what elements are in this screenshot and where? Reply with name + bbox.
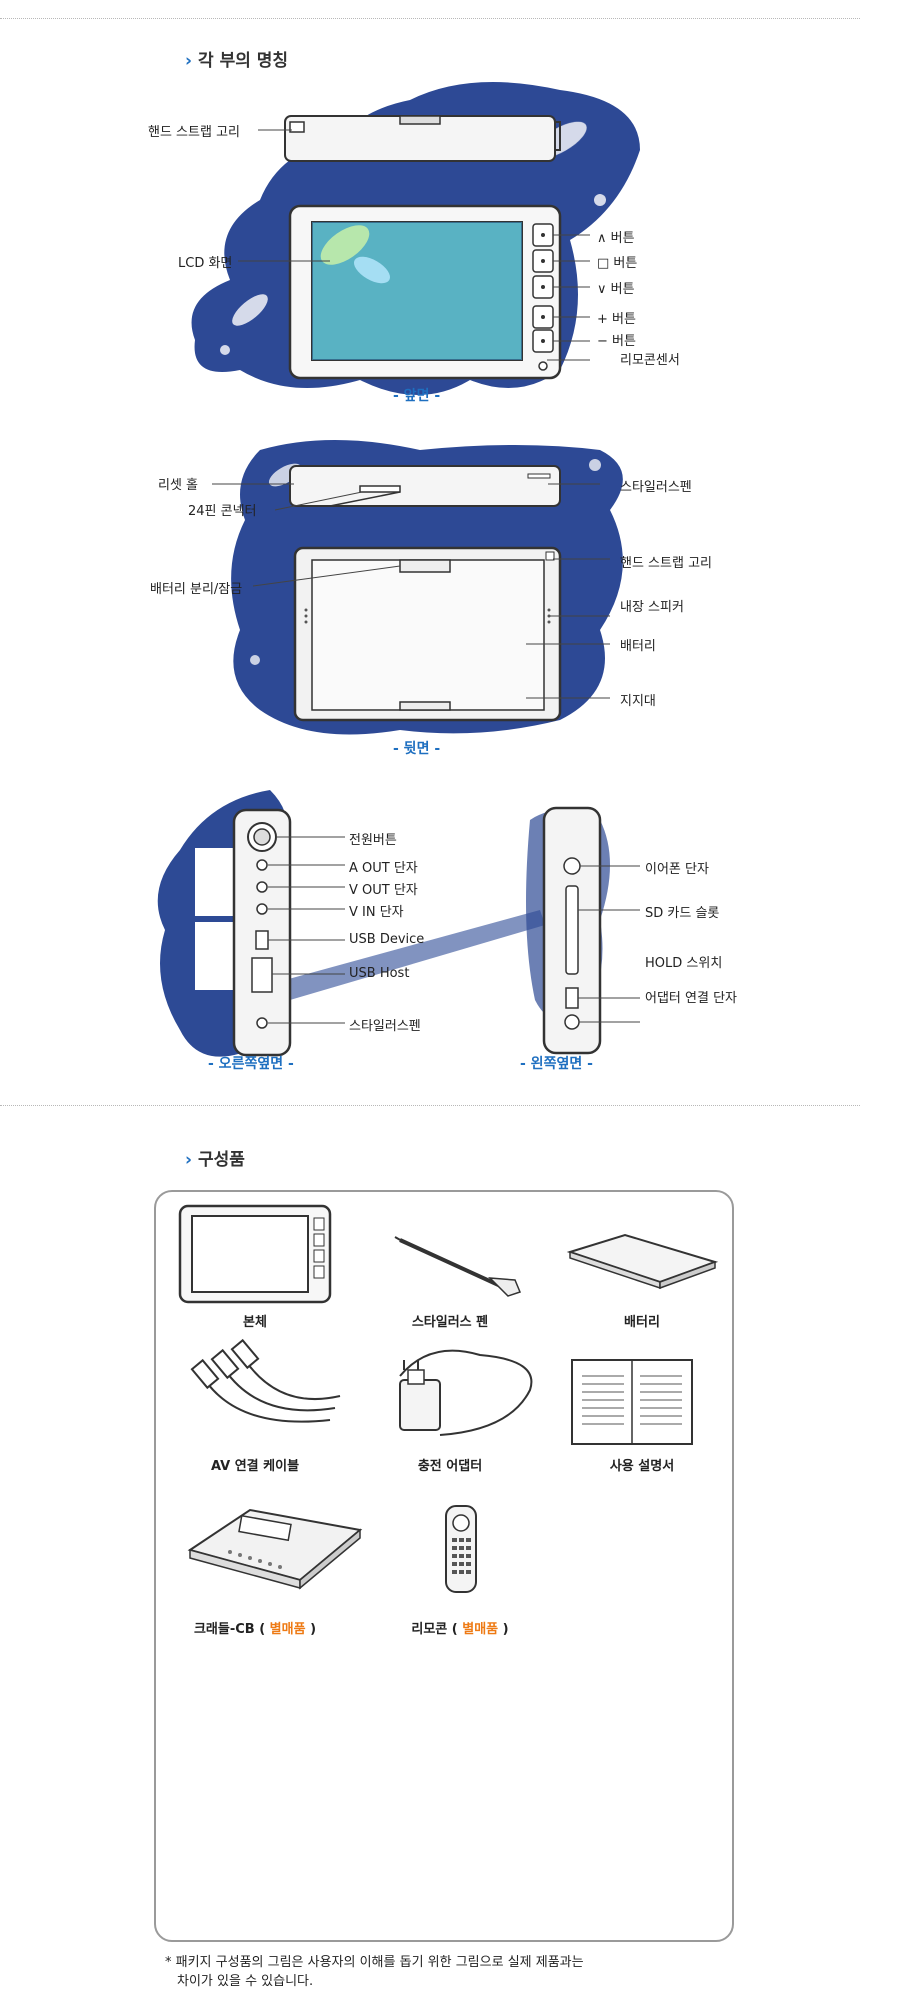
label-usb-device: USB Device	[349, 932, 425, 947]
middle-divider	[0, 1105, 860, 1106]
label-hand-strap-front: 핸드 스트랩 고리	[148, 125, 240, 140]
cradle-image	[187, 1508, 363, 1590]
component-stylus-pen: 스타일러스 펜	[411, 1315, 489, 1330]
label-remote-sensor: 리모콘센서	[620, 353, 680, 368]
front-illustration	[191, 82, 641, 395]
label-btn-up: ∧ 버튼	[597, 231, 635, 246]
label-battery-release: 배터리 분리/잠금	[150, 582, 243, 597]
section-title-components: ›구성품	[185, 1145, 245, 1170]
label-a-out: A OUT 단자	[349, 861, 418, 876]
label-lcd: LCD 화면	[178, 256, 233, 271]
label-usb-host: USB Host	[349, 966, 410, 981]
label-btn-square: □ 버튼	[597, 256, 638, 271]
av-cable-image	[190, 1338, 341, 1423]
side-illustration	[157, 790, 640, 1057]
footnote-line-2: 차이가 있을 수 있습니다.	[177, 1974, 314, 1989]
label-stand: 지지대	[620, 694, 656, 709]
components-illustrations	[178, 1204, 719, 1593]
component-av-cable: AV 연결 케이블	[210, 1459, 300, 1474]
label-stylus-side: 스타일러스펜	[349, 1019, 421, 1034]
label-adapter-port: 어댑터 연결 단자	[645, 991, 737, 1006]
remote-name: 리모콘 (	[411, 1622, 463, 1637]
footnote-line-1: * 패키지 구성품의 그림은 사용자의 이해를 돕기 위한 그림으로 실제 제품…	[165, 1955, 584, 1970]
top-divider	[0, 18, 860, 19]
back-illustration	[212, 440, 623, 735]
main-unit-image	[178, 1204, 332, 1304]
label-sd-slot: SD 카드 슬롯	[645, 906, 720, 921]
cradle-name: 크래들-CB (	[193, 1622, 270, 1637]
section-title-parts: ›각 부의 명칭	[185, 46, 288, 71]
label-power: 전원버튼	[349, 833, 397, 848]
caption-right-side: - 오른쪽옆면 -	[208, 1056, 294, 1072]
label-hand-strap-back: 핸드 스트랩 고리	[620, 556, 712, 571]
footnote: * 패키지 구성품의 그림은 사용자의 이해를 돕기 위한 그림으로 실제 제품…	[165, 1953, 584, 1991]
label-hold: HOLD 스위치	[645, 956, 723, 971]
label-stylus-back: 스타일러스펜	[620, 480, 692, 495]
remote-optional-tag: 별매품	[462, 1622, 499, 1637]
caption-left-side: - 왼쪽옆면 -	[520, 1056, 593, 1072]
label-btn-minus: − 버튼	[597, 334, 636, 349]
remote-image	[445, 1505, 477, 1593]
components-box	[154, 1190, 734, 1942]
cradle-optional-tag: 별매품	[269, 1622, 306, 1637]
section-title-text: 각 부의 명칭	[198, 51, 289, 71]
caption-back: - 뒷면 -	[393, 741, 441, 757]
chevron-right-icon: ›	[185, 51, 193, 71]
label-v-in: V IN 단자	[349, 905, 404, 920]
component-cradle: 크래들-CB ( 별매품 )	[165, 1618, 345, 1637]
caption-front: - 앞면 -	[393, 388, 441, 404]
label-reset-hole: 리셋 홀	[158, 478, 199, 493]
label-v-out: V OUT 단자	[349, 883, 418, 898]
label-earphone: 이어폰 단자	[645, 862, 709, 877]
remote-suffix: )	[498, 1622, 509, 1637]
stylus-image	[394, 1236, 522, 1297]
cradle-suffix: )	[305, 1622, 317, 1637]
component-remote: 리모콘 ( 별매품 )	[370, 1618, 550, 1637]
label-battery-back: 배터리	[620, 639, 656, 654]
manual-image	[571, 1359, 693, 1445]
label-24pin-connector: 24핀 콘넥터	[188, 504, 257, 519]
chevron-right-icon: ›	[185, 1150, 193, 1170]
label-btn-plus: + 버튼	[597, 312, 636, 327]
label-btn-down: ∨ 버튼	[597, 282, 635, 297]
component-main-unit: 본체	[243, 1315, 267, 1330]
component-manual: 사용 설명서	[609, 1459, 675, 1474]
section-title-text: 구성품	[198, 1150, 245, 1170]
component-charger: 충전 어댑터	[417, 1459, 483, 1474]
component-battery: 배터리	[624, 1315, 660, 1330]
label-speaker: 내장 스피커	[620, 600, 684, 615]
battery-image	[566, 1233, 719, 1290]
charger-image	[399, 1349, 533, 1436]
